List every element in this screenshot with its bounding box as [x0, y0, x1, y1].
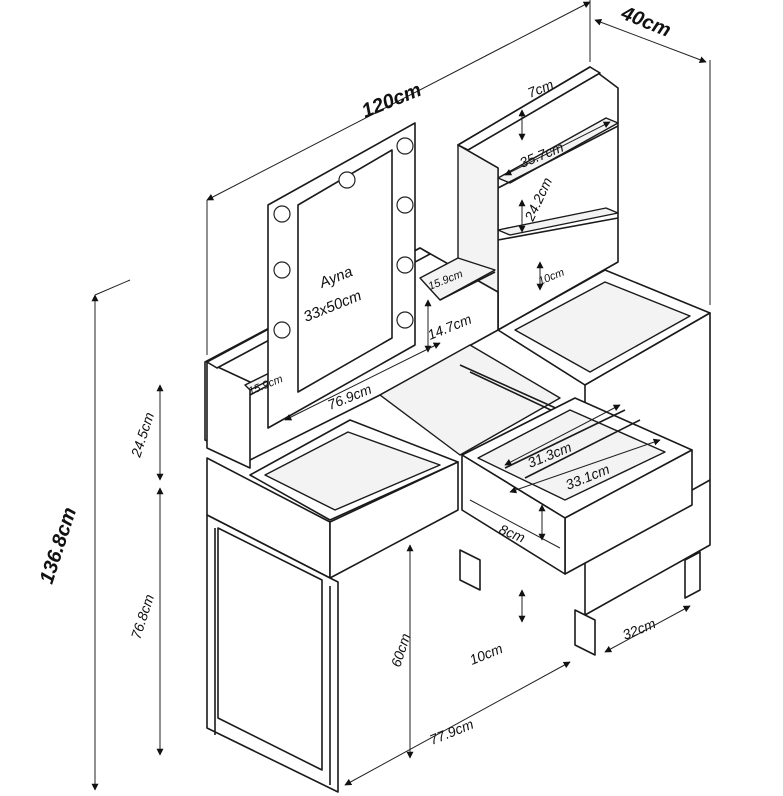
bulb-icon	[338, 171, 356, 189]
left-frame	[206, 514, 339, 793]
bulb-icon	[273, 261, 291, 279]
label-upper-side-height: 24.5cm	[127, 410, 157, 460]
label-height-total: 136.8cm	[36, 505, 81, 587]
label-base-width: 77.9cm	[427, 716, 476, 748]
bulb-icon	[273, 321, 291, 339]
furniture-drawing	[204, 66, 711, 793]
bulb-icon	[273, 205, 291, 223]
right-legs	[459, 549, 701, 656]
label-drawer-depth: 32cm	[620, 615, 658, 643]
label-lower-height: 76.8cm	[128, 592, 158, 641]
bulb-icon	[396, 311, 414, 329]
left-drawer	[206, 419, 459, 579]
dimension-lines	[91, 0, 711, 791]
small-shelf	[419, 257, 496, 301]
bulb-icon	[396, 137, 414, 155]
label-width-total: 120cm	[359, 79, 425, 123]
label-depth-total: 40cm	[617, 2, 674, 42]
bulb-icon	[396, 256, 414, 274]
bulb-icon	[396, 196, 414, 214]
label-foot-height: 10cm	[467, 640, 505, 668]
